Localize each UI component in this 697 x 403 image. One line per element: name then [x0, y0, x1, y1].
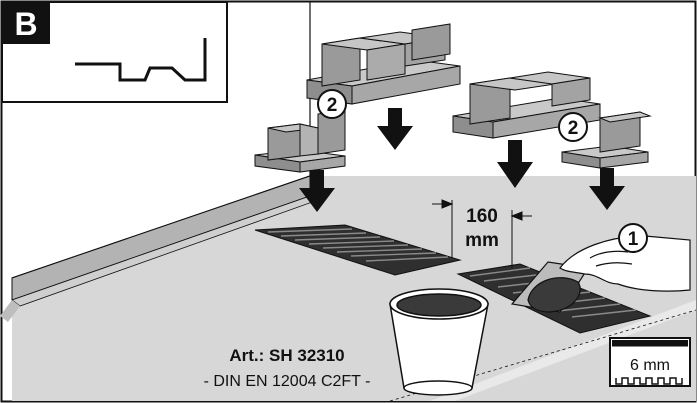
svg-text:2: 2 [327, 95, 338, 116]
floor-profile-icon [75, 38, 207, 82]
callout-step-1: 1 [618, 223, 648, 253]
support-block-right [452, 71, 601, 139]
notch-size-label: 6 mm [630, 357, 670, 374]
adhesive-bed-left [254, 224, 462, 276]
floor-edge [430, 300, 696, 401]
down-arrow-4 [589, 168, 625, 210]
svg-text:1: 1 [628, 229, 639, 250]
down-arrow-2 [299, 170, 335, 212]
down-arrow-3 [497, 140, 533, 188]
dimension-unit: mm [465, 230, 499, 251]
panel-letter: B [14, 6, 37, 42]
dimension-value: 160 [466, 206, 498, 227]
callout-step-2-right: 2 [558, 112, 588, 142]
product-article: Art.: SH 32310 [229, 346, 344, 365]
hand-with-trowel [510, 235, 691, 313]
down-arrow-1 [377, 108, 413, 150]
wall-skirting [0, 175, 320, 322]
notched-trowel-icon [609, 337, 691, 387]
svg-text:2: 2 [568, 118, 579, 139]
dimension-marker [432, 199, 532, 268]
support-block-small [254, 109, 346, 173]
adhesive-bucket [389, 288, 489, 396]
callout-step-2-left: 2 [317, 89, 347, 119]
support-block-right-small [561, 111, 652, 169]
product-standard: - DIN EN 12004 C2FT - [204, 373, 371, 390]
panel-letter-badge [2, 2, 50, 44]
